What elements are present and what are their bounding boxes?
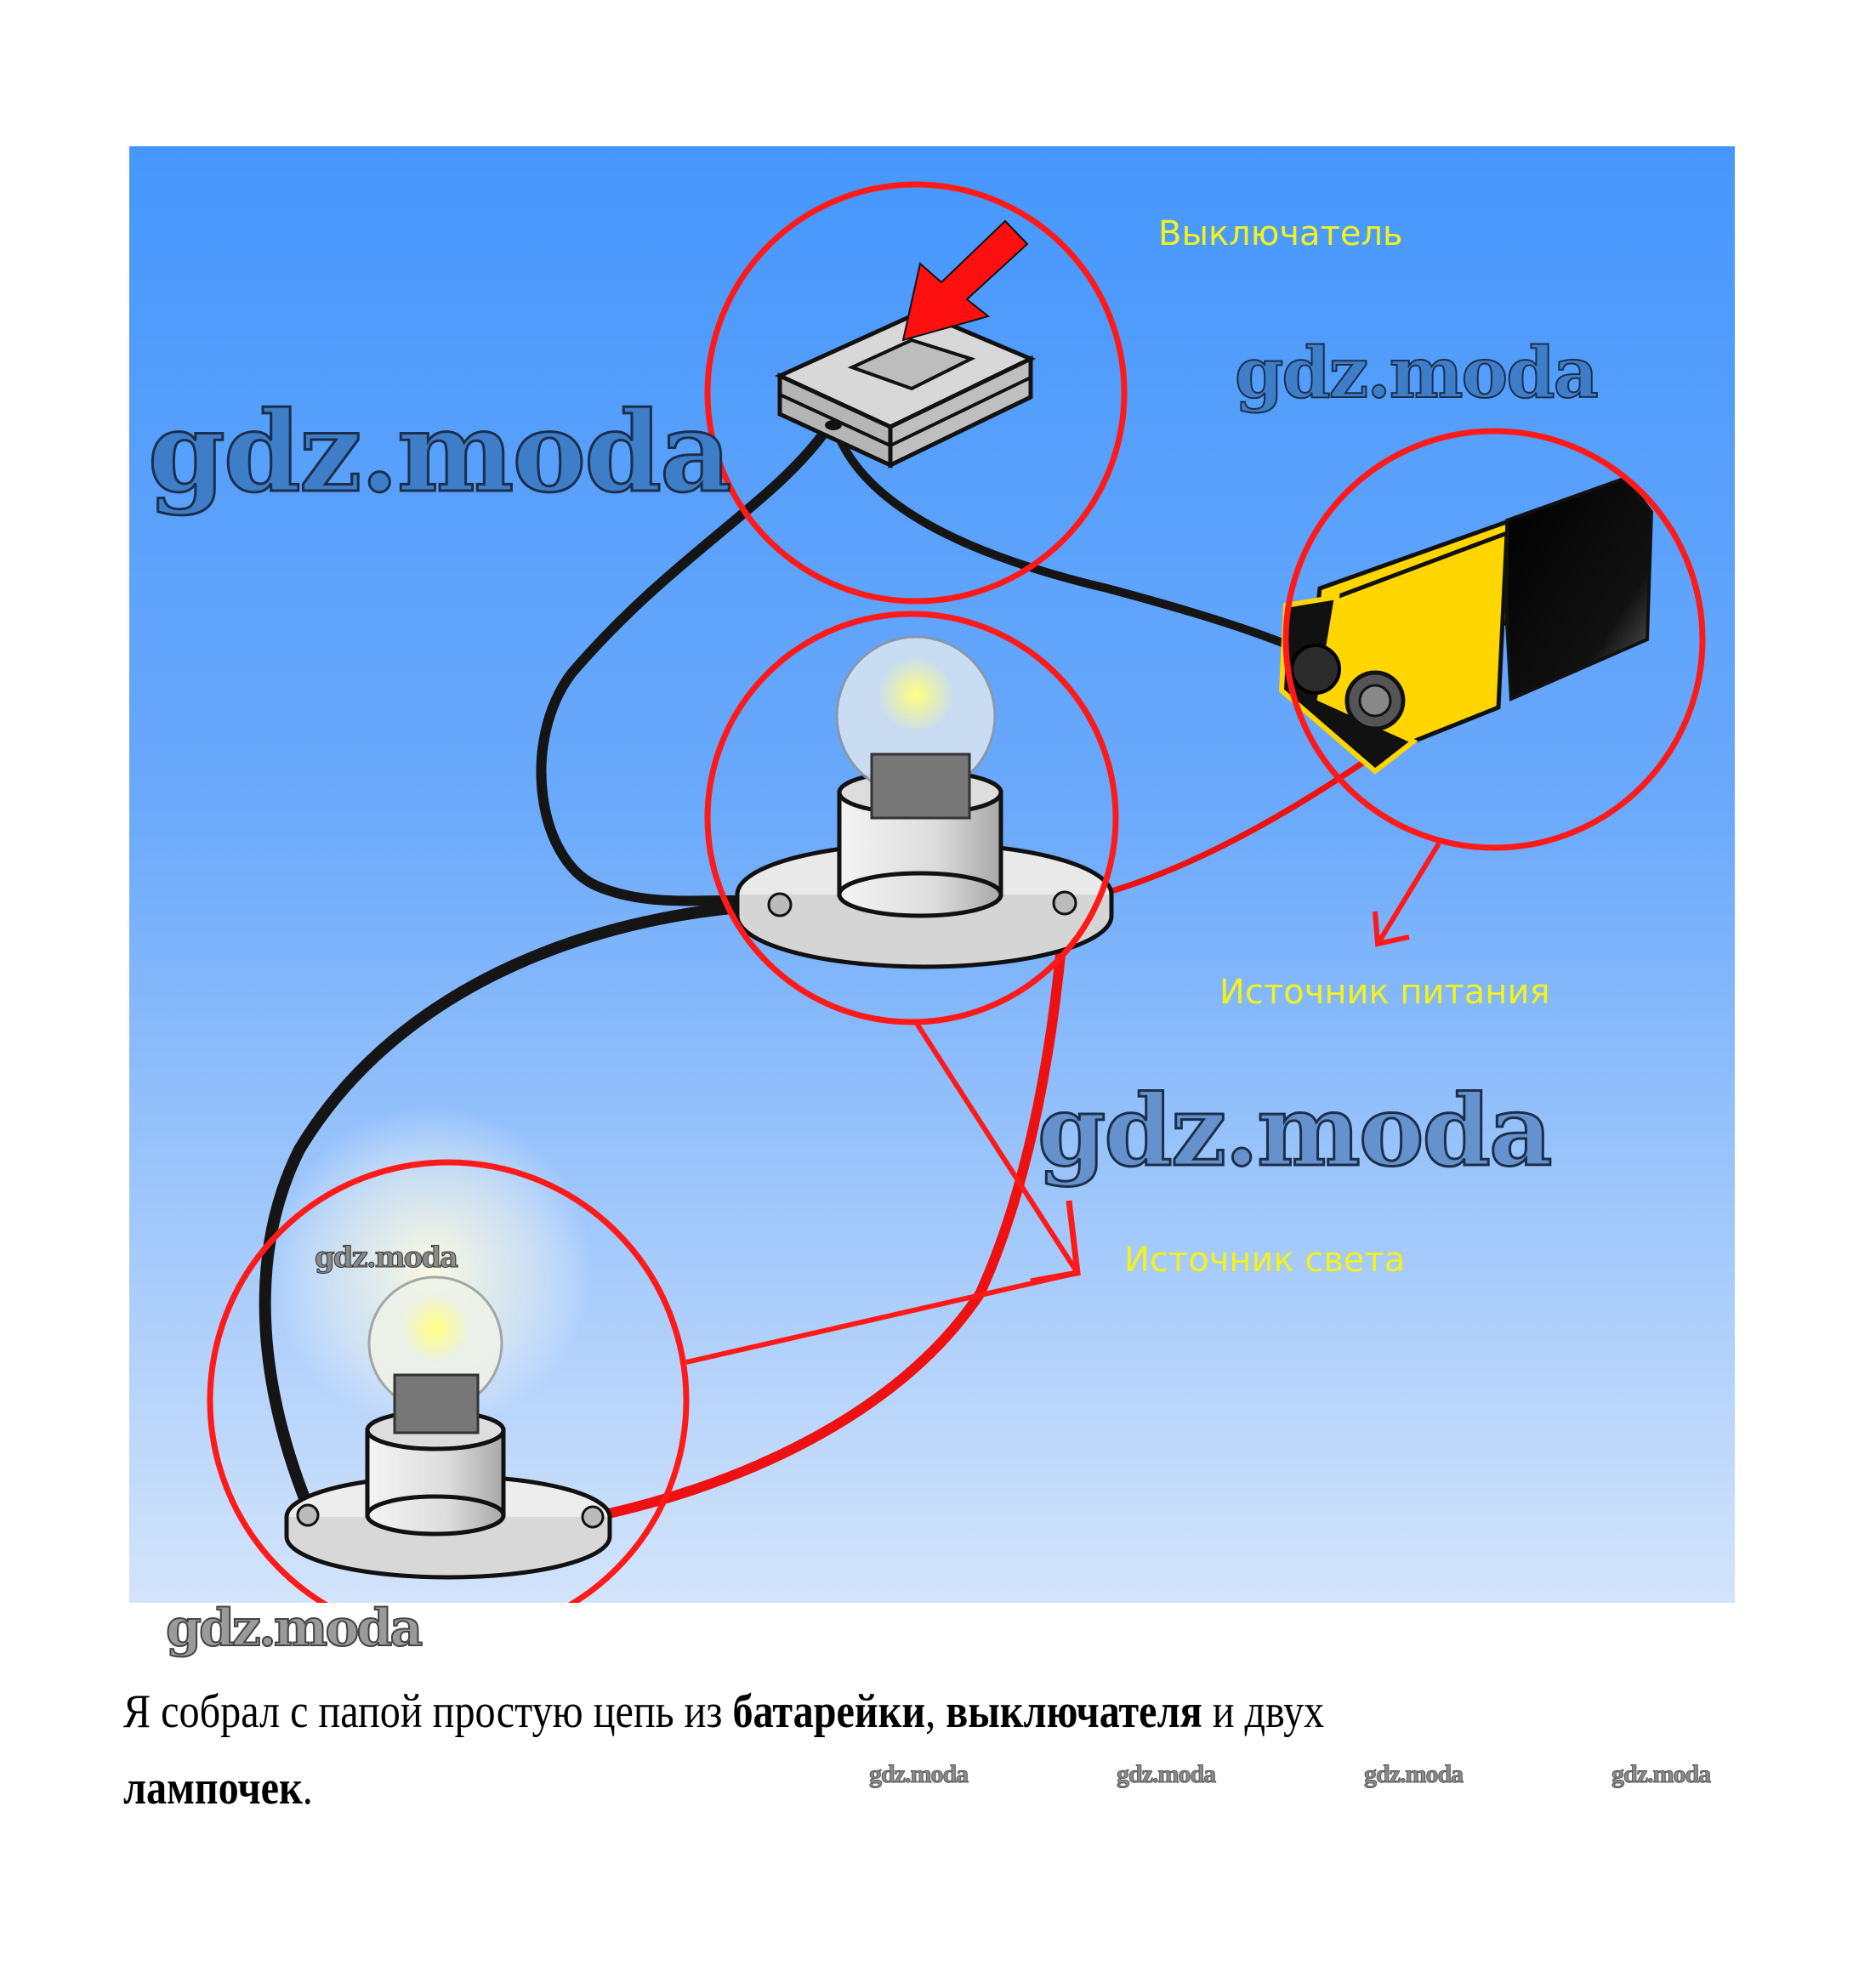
caption-text: Я собрал с папой простую цепь из батарей… xyxy=(123,1673,1513,1826)
watermark-large-left: gdz.moda xyxy=(148,387,730,517)
black-wire-switch-to-bulb xyxy=(536,423,833,908)
caption-part: . xyxy=(302,1762,313,1815)
footer-watermark: gdz.moda xyxy=(1363,1760,1464,1789)
arrow-light-source-lower xyxy=(685,1200,1081,1365)
switch-icon xyxy=(774,310,1037,469)
highlight-circle-switch xyxy=(704,181,1128,605)
label-light-source: Источник света xyxy=(1124,1241,1405,1280)
watermark-small-lamp: gdz.moda xyxy=(315,1241,458,1275)
circuit-illustration: Выключатель Источник питания Источник св… xyxy=(129,146,1735,1603)
red-arrow-icon xyxy=(901,219,1029,342)
caption-bold-battery: батарейки xyxy=(732,1685,926,1738)
caption-bold-lamps: лампочек xyxy=(123,1762,303,1815)
lamp-lower-icon xyxy=(270,1107,612,1580)
arrow-light-source-upper xyxy=(913,1020,1080,1275)
watermark-large-center: gdz.moda xyxy=(1037,1074,1550,1189)
black-wire-bulb-to-bulb xyxy=(259,899,781,1509)
label-switch: Выключатель xyxy=(1158,214,1403,253)
highlight-circle-upper-lamp xyxy=(704,611,1119,1025)
red-wire-battery-to-bulb xyxy=(1064,743,1390,906)
caption-part: , xyxy=(925,1685,946,1738)
label-power-source: Источник питания xyxy=(1219,973,1550,1012)
footer-watermark: gdz.moda xyxy=(1611,1760,1711,1789)
watermark-below-image: gdz.moda xyxy=(165,1598,423,1659)
footer-watermark: gdz.moda xyxy=(868,1760,969,1789)
highlight-circle-battery xyxy=(1282,428,1706,851)
battery-icon xyxy=(1278,475,1654,775)
arrow-power-source xyxy=(1373,842,1441,947)
lamp-upper-icon xyxy=(735,635,1114,969)
highlight-circle-lower-lamp xyxy=(207,1159,690,1603)
caption-part: Я собрал с папой простую цепь из xyxy=(123,1685,733,1738)
watermark-large-right: gdz.moda xyxy=(1235,332,1598,414)
caption-part: и двух xyxy=(1202,1685,1325,1738)
caption-bold-switch: выключателя xyxy=(946,1685,1202,1738)
footer-watermark: gdz.moda xyxy=(1116,1760,1216,1789)
